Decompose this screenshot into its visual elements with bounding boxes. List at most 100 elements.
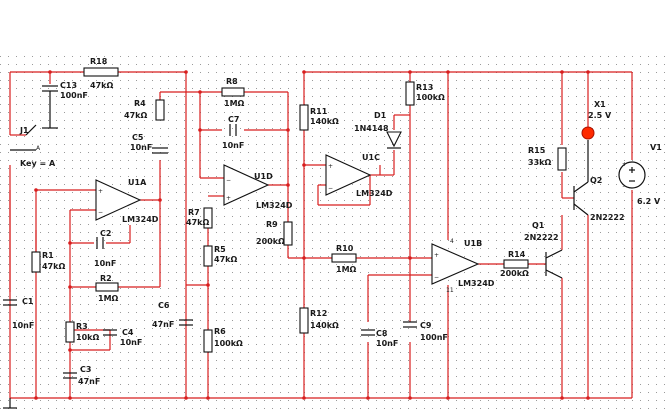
c6-ref: C6	[158, 301, 170, 310]
r6-value: 100kΩ	[214, 339, 243, 348]
resistor-r15[interactable]: R15 33kΩ	[528, 146, 567, 171]
opamp-u1d[interactable]: − + U1D LM324D	[223, 164, 293, 210]
source-v1[interactable]: + − V1 6.2 V	[618, 143, 662, 206]
u1b-ref: U1B	[464, 239, 482, 248]
ground-symbol	[3, 398, 17, 409]
r18-ref: R18	[90, 57, 108, 66]
r15-ref: R15	[528, 146, 546, 155]
svg-text:−: −	[622, 183, 627, 190]
transistor-q1[interactable]: Q1 2N2222	[524, 221, 563, 279]
u1c-part: LM324D	[356, 189, 393, 198]
r4-ref: R4	[134, 99, 146, 108]
u1b-pin4: 4	[450, 238, 454, 245]
u1c-ref: U1C	[362, 153, 380, 162]
r13-ref: R13	[416, 83, 433, 92]
x1-ref: X1	[594, 100, 606, 109]
j1-pin-label: A	[36, 145, 41, 152]
resistor-r10[interactable]: R10 1MΩ	[331, 244, 357, 274]
u1a-part: LM324D	[122, 215, 159, 224]
r2-value: 1MΩ	[98, 294, 119, 303]
svg-text:−: −	[226, 177, 231, 184]
opamp-u1b[interactable]: + − 4 11 U1B LM324D	[431, 238, 495, 294]
r8-ref: R8	[226, 77, 238, 86]
r18-value: 47kΩ	[90, 81, 113, 90]
x1-value: 2.5 V	[588, 111, 612, 120]
resistor-r6[interactable]: R6 100kΩ	[203, 327, 243, 353]
transistor-q2[interactable]: Q2 2N2222	[573, 140, 625, 222]
resistor-r18[interactable]: R18 47kΩ	[83, 57, 119, 90]
capacitor-c4[interactable]: C4 10nF	[103, 328, 142, 347]
opamp-u1a[interactable]: + − U1A LM324D	[95, 178, 159, 224]
capacitor-c2[interactable]: C2 10nF	[94, 229, 116, 268]
capacitor-c3[interactable]: C3 47nF	[63, 365, 100, 386]
c9-ref: C9	[420, 321, 432, 330]
c4-value: 10nF	[120, 338, 142, 347]
probe-lamp-icon	[581, 126, 595, 140]
q2-part: 2N2222	[590, 213, 625, 222]
q2-ref: Q2	[590, 176, 602, 185]
diode-d1[interactable]: D1 1N4148	[354, 111, 402, 149]
resistor-r13[interactable]: R13 100kΩ	[405, 81, 445, 106]
v1-ref: V1	[650, 143, 662, 152]
capacitor-c1[interactable]: C1 10nF	[3, 297, 34, 330]
c13-ref: C13	[60, 81, 77, 90]
u1d-ref: U1D	[254, 172, 273, 181]
r14-value: 200kΩ	[500, 269, 529, 278]
switch-j1[interactable]: J1 A Key = A	[10, 124, 56, 168]
r13-value: 100kΩ	[416, 93, 445, 102]
u1d-part: LM324D	[256, 201, 293, 210]
c6-value: 47nF	[152, 320, 174, 329]
opamp-u1c[interactable]: + − U1C LM324D	[325, 153, 393, 198]
svg-text:−: −	[434, 274, 439, 281]
u1b-pin11: 11	[446, 287, 454, 294]
c7-ref: C7	[228, 115, 239, 124]
resistor-r1[interactable]: R1 47kΩ	[31, 251, 65, 273]
c13-value: 100nF	[60, 91, 88, 100]
resistor-r4[interactable]: R4 47kΩ	[124, 99, 165, 121]
c2-value: 10nF	[94, 259, 116, 268]
capacitor-c9[interactable]: C9 100nF	[403, 321, 448, 342]
d1-part: 1N4148	[354, 124, 389, 133]
c4-ref: C4	[122, 328, 134, 337]
capacitor-c8[interactable]: C8 10nF	[361, 329, 398, 348]
r5-ref: R5	[214, 245, 226, 254]
capacitor-c13[interactable]: C13 100nF	[42, 81, 88, 129]
u1a-ref: U1A	[128, 178, 147, 187]
r4-value: 47kΩ	[124, 111, 147, 120]
resistor-r12[interactable]: R12 140kΩ	[299, 307, 339, 334]
resistor-r8[interactable]: R8 1MΩ	[221, 77, 245, 108]
resistor-r7[interactable]: R7 47kΩ	[186, 207, 213, 229]
svg-text:+: +	[328, 163, 333, 170]
c5-value: 10nF	[130, 143, 152, 152]
capacitor-c5[interactable]: C5 10nF	[130, 133, 168, 154]
q1-part: 2N2222	[524, 233, 559, 242]
u1b-part: LM324D	[458, 279, 495, 288]
r2-ref: R2	[100, 274, 112, 283]
resistor-r11[interactable]: R11 140kΩ	[299, 104, 339, 131]
c7-value: 10nF	[222, 141, 244, 150]
r5-value: 47kΩ	[214, 255, 237, 264]
svg-text:+: +	[98, 188, 103, 195]
q1-ref: Q1	[532, 221, 545, 230]
resistor-r3[interactable]: R3 10kΩ	[65, 321, 99, 343]
r1-ref: R1	[42, 251, 54, 260]
c2-ref: C2	[100, 229, 111, 238]
probe-x1[interactable]: X1 2.5 V	[581, 100, 612, 140]
grid-dots	[0, 52, 665, 415]
c1-ref: C1	[22, 297, 34, 306]
c3-value: 47nF	[78, 377, 100, 386]
capacitor-c6[interactable]: C6 47nF	[152, 301, 193, 329]
c5-ref: C5	[132, 133, 144, 142]
v1-value: 6.2 V	[637, 197, 661, 206]
c3-ref: C3	[80, 365, 91, 374]
wires	[9, 71, 633, 399]
resistor-r2[interactable]: R2 1MΩ	[95, 274, 119, 303]
resistor-r5[interactable]: R5 47kΩ	[203, 245, 237, 267]
capacitor-c7[interactable]: C7 10nF	[222, 115, 244, 150]
r12-value: 140kΩ	[310, 321, 339, 330]
resistor-r9[interactable]: R9 200kΩ	[256, 220, 293, 246]
r9-value: 200kΩ	[256, 237, 285, 246]
resistor-r14[interactable]: R14 200kΩ	[500, 250, 529, 278]
